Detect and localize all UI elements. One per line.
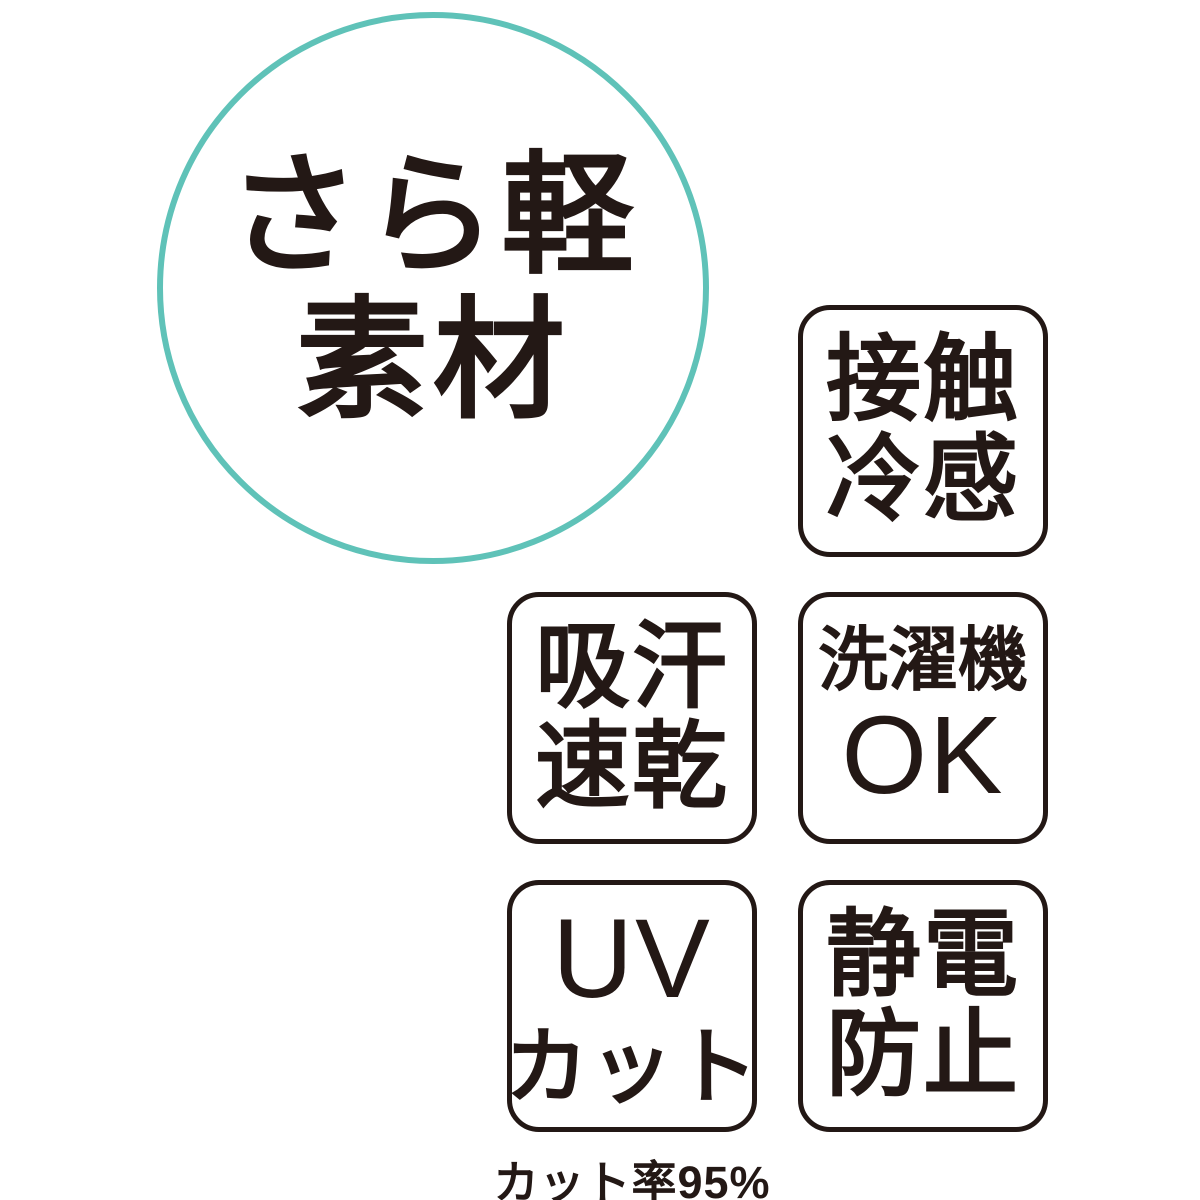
badge-sweat-absorb-quick-dry: 吸汗 速乾 [507,592,757,844]
uv-cut-rate-footnote: カット率95% [493,1157,771,1200]
badge-sweat-absorb-line1: 吸汗 [534,614,729,721]
badge-anti-static-line2: 防止 [825,1002,1020,1108]
badge-uv-cut: UV カット [504,880,760,1132]
material-circle-badge: さら軽 素材 [157,12,709,564]
badge-contact-cooling-line2: 冷感 [825,427,1020,533]
badge-machine-washable-line1: 洗濯機 [818,621,1028,699]
badge-anti-static-line1: 静電 [825,902,1020,1009]
material-circle-line1: さら軽 [227,141,639,289]
badge-anti-static: 静電 防止 [798,880,1048,1132]
badge-sweat-absorb-line2: 速乾 [534,714,729,820]
badge-uv-cut-line1: UV [552,896,712,1021]
badge-contact-cooling: 接触 冷感 [798,305,1048,557]
material-circle-line2: 素材 [296,287,570,434]
badge-machine-washable-line2: OK [841,694,1005,817]
badge-contact-cooling-line1: 接触 [825,327,1020,434]
badge-machine-washable: 洗濯機 OK [798,592,1048,844]
badge-uv-cut-line2: カット [504,1020,760,1114]
